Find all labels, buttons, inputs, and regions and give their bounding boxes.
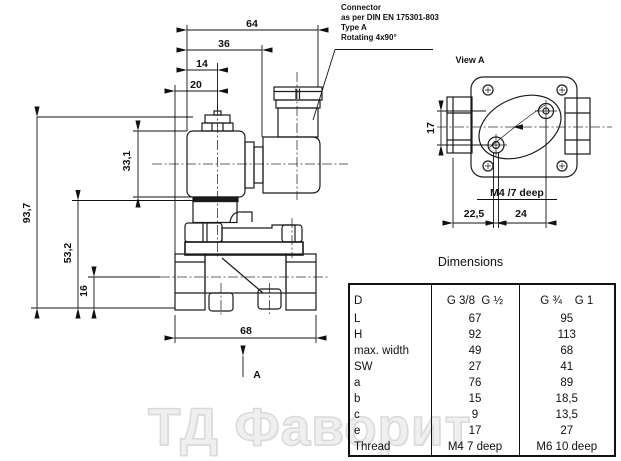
dim-93-7: 93,7 [21,203,33,224]
valve-body [174,253,317,312]
row-value: 113 [518,327,615,343]
dim-53-2: 53,2 [62,243,74,264]
dimensions-table-title: Dimensions [437,255,504,269]
row-label: c [354,409,360,421]
thread-note: M4 /7 deep [490,187,544,199]
row-value: 17 [430,423,519,439]
connector-note-line: Connector [341,3,381,12]
m4-mounting-holes [485,100,557,156]
dim-14: 14 [196,58,208,70]
row-value: 67 [430,311,519,327]
row-value: M4 7 deep [430,439,519,456]
dim-64: 64 [246,18,258,30]
dimension-lines [34,27,329,377]
row-value: G 3/8 G ½ [430,284,519,311]
solenoid-coil [186,110,264,203]
valve-bonnet-flange [184,200,303,243]
dim-36: 36 [218,38,230,50]
row-label: L [354,313,361,325]
row-label: D [354,294,363,307]
row-label: SW [354,361,373,373]
watermark-text: ТД Фаворит [147,397,472,458]
table-row: D G 3/8 G ½ G ¾ G 1 [349,284,615,311]
view-a: View A [425,55,612,228]
row-value: 18,5 [518,391,615,407]
connector-note-line: Rotating 4x90° [341,33,397,42]
row-label: b [354,393,361,405]
dimensions-table: D G 3/8 G ½ G ¾ G 1 L 67 95 H 92 113 max… [348,283,616,457]
dim-17: 17 [425,122,437,134]
dim-68: 68 [240,325,252,337]
row-value: 76 [430,375,519,391]
table-row: a 76 89 [349,375,615,391]
table-row: Thread M4 7 deep M6 10 deep [349,439,615,456]
table-row: H 92 113 [349,327,615,343]
row-value: 41 [518,359,615,375]
connector-note: Connector as per DIN EN 175301-803 Type … [341,3,439,43]
table-row: e 17 27 [349,423,615,439]
table-row: SW 27 41 [349,359,615,375]
view-arrow-label: A [253,369,261,381]
table-row: max. width 49 68 [349,343,615,359]
view-a-title: View A [455,55,485,65]
row-value: 27 [518,423,615,439]
row-value: 92 [430,327,519,343]
dim-20: 20 [190,79,202,91]
table-row: L 67 95 [349,311,615,327]
flow-arrow-icon [513,124,523,130]
row-label: max. width [354,345,409,357]
row-label: e [354,425,361,437]
flange-corner-holes [482,84,568,172]
row-value: 27 [430,359,519,375]
connector-leader-line [312,49,433,121]
connector-note-line: Type A [341,23,367,32]
dim-24: 24 [515,208,527,220]
valve-top-plate [184,241,304,256]
view-a-extension-lines [437,110,557,228]
row-value: 15 [430,391,519,407]
view-a-dimension-lines [438,100,557,226]
row-value: G ¾ G 1 [518,284,615,311]
row-value: 95 [518,311,615,327]
row-value: 68 [518,343,615,359]
extension-lines [31,25,319,343]
dim-22-5: 22,5 [464,208,485,220]
row-value: 49 [430,343,519,359]
dim-33-1: 33,1 [121,151,133,172]
front-view-valve: 64 36 14 20 33,1 93,7 53,2 16 68 A [21,18,433,381]
connector-block [262,86,323,194]
table-row: c 9 13,5 [349,407,615,423]
row-value: M6 10 deep [518,439,615,456]
dim-16: 16 [78,285,90,297]
row-label: H [354,329,363,341]
row-value: 89 [518,375,615,391]
connector-note-line: as per DIN EN 175301-803 [341,13,439,22]
row-label: Thread [354,441,391,453]
row-value: 9 [430,407,519,423]
row-value: 13,5 [518,407,615,423]
row-label: a [354,377,361,389]
table-row: b 15 18,5 [349,391,615,407]
